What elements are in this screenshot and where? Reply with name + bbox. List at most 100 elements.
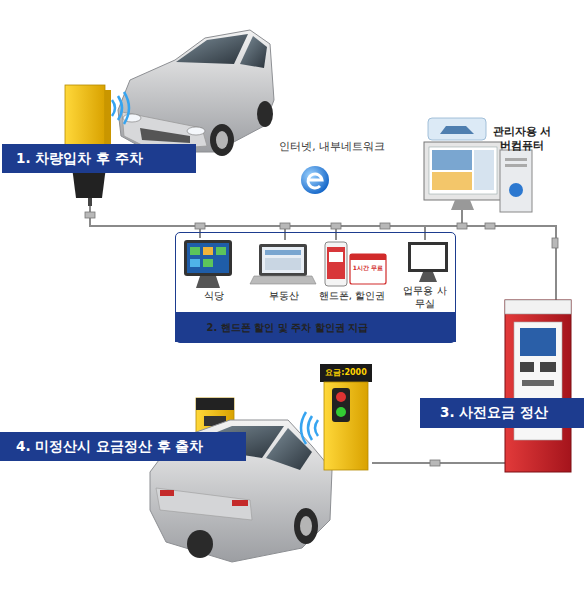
car-wheel bbox=[300, 516, 312, 536]
wire-joint bbox=[331, 223, 341, 229]
coupon-card bbox=[350, 254, 386, 284]
car-window bbox=[240, 36, 267, 68]
bus-wire bbox=[90, 200, 556, 300]
wire-joint bbox=[195, 223, 205, 229]
pos-tile bbox=[203, 247, 213, 255]
step-band: 1. 차량입차 후 주차 bbox=[2, 144, 196, 173]
car-wheel bbox=[210, 124, 234, 156]
monitor-screen bbox=[429, 147, 497, 194]
payment-kiosk bbox=[505, 300, 571, 472]
car-grille bbox=[140, 128, 190, 143]
internet-icon bbox=[301, 166, 329, 194]
wire-joint bbox=[280, 223, 290, 229]
device-wire bbox=[200, 226, 425, 240]
screen-content bbox=[265, 258, 301, 270]
gate-display bbox=[320, 364, 372, 382]
car-image bbox=[440, 126, 474, 134]
server-tower bbox=[500, 150, 532, 212]
monitor-stand bbox=[419, 272, 437, 282]
step-band: 4. 미정산시 요금정산 후 출차 bbox=[0, 432, 246, 461]
kiosk-body bbox=[505, 300, 571, 472]
screen-content bbox=[474, 150, 494, 190]
screen-content bbox=[432, 150, 472, 170]
coupon-stripe bbox=[350, 254, 386, 260]
mobile-phone bbox=[325, 242, 347, 286]
phone-screen bbox=[327, 247, 345, 279]
screen-content bbox=[432, 172, 472, 190]
step-title: 4. 미정산시 요금정산 후 출차 bbox=[16, 432, 203, 461]
step-title: 1. 차량입차 후 주차 bbox=[16, 144, 143, 173]
car-windshield bbox=[176, 34, 248, 64]
traffic-lamp bbox=[336, 407, 346, 417]
device-label: 핸드폰, 할인권 bbox=[310, 289, 394, 302]
phone-body bbox=[325, 242, 347, 286]
monitor-frame bbox=[408, 242, 448, 272]
step-band: 2. 핸드폰 할인 및 주차 할인권 지급 bbox=[175, 312, 456, 342]
monitor-stand bbox=[451, 200, 474, 210]
equipment-label: 인터넷, 내부네트워크 bbox=[270, 140, 394, 154]
kiosk-screen bbox=[520, 328, 556, 356]
barrier-post bbox=[88, 198, 92, 206]
office-monitor bbox=[408, 242, 448, 282]
equipment-label: 관리자용 서버컴퓨터 bbox=[490, 125, 554, 153]
pos-stand bbox=[196, 276, 220, 288]
monitor-frame bbox=[424, 142, 502, 200]
server-logo bbox=[509, 183, 523, 197]
laptop-base bbox=[250, 276, 316, 284]
wire-joint bbox=[430, 460, 440, 466]
pos-frame bbox=[184, 240, 232, 276]
monitor-screen bbox=[411, 245, 445, 269]
car-wheel bbox=[216, 131, 228, 149]
pos-tile bbox=[190, 247, 200, 255]
device-group-box: 2. 핸드폰 할인 및 주차 할인권 지급식당부동산핸드폰, 할인권업무용 사무… bbox=[175, 232, 456, 343]
wire-joint bbox=[380, 223, 390, 229]
display-text: 1시간 무료 bbox=[350, 263, 386, 272]
pos-screen bbox=[187, 243, 229, 273]
wire-joint bbox=[552, 238, 558, 248]
car-taillight bbox=[232, 500, 248, 506]
step-band: 3. 사전요금 정산 bbox=[420, 398, 584, 428]
discount-coupon bbox=[350, 254, 386, 284]
terminal-top bbox=[196, 398, 234, 410]
kiosk-slot bbox=[540, 362, 556, 372]
laptop bbox=[250, 244, 316, 284]
internet-globe bbox=[301, 166, 329, 194]
device-label: 업무용 사무실 bbox=[403, 284, 447, 310]
car-window bbox=[266, 428, 312, 470]
laptop-screen bbox=[262, 247, 304, 273]
sensor-beam bbox=[301, 412, 318, 444]
pos-tile bbox=[216, 247, 226, 255]
laptop-lid bbox=[259, 244, 307, 276]
sensor-beam bbox=[112, 92, 129, 124]
step-title: 3. 사전요금 정산 bbox=[440, 398, 548, 428]
server-slot bbox=[505, 164, 527, 167]
kiosk-slot bbox=[522, 380, 554, 386]
wire-joint bbox=[485, 223, 495, 229]
screen-content bbox=[265, 250, 301, 255]
wire-joint bbox=[85, 212, 95, 218]
car-wheel bbox=[257, 101, 273, 127]
kiosk-slot bbox=[520, 362, 534, 372]
car-trunk bbox=[156, 488, 252, 520]
step-title: 2. 핸드폰 할인 및 주차 할인권 지급 bbox=[207, 312, 369, 342]
entering-car bbox=[118, 30, 274, 156]
internet-symbol bbox=[308, 174, 322, 188]
car-headlight bbox=[187, 127, 205, 135]
exit-gate bbox=[301, 364, 372, 470]
pos-tile bbox=[190, 259, 200, 267]
kiosk-header bbox=[505, 300, 571, 314]
pos-tile bbox=[203, 259, 213, 267]
screen-content bbox=[329, 252, 343, 262]
car-wheel bbox=[294, 508, 318, 544]
server-slot bbox=[505, 158, 527, 161]
traffic-light bbox=[332, 388, 350, 422]
pos-terminal bbox=[184, 240, 232, 288]
car-wheel bbox=[187, 530, 213, 558]
car-image bbox=[428, 118, 486, 140]
device-label: 부동산 bbox=[254, 289, 314, 302]
traffic-lamp bbox=[336, 392, 346, 402]
network-wire bbox=[90, 200, 556, 470]
display-text: 요금:2000 bbox=[320, 367, 372, 378]
